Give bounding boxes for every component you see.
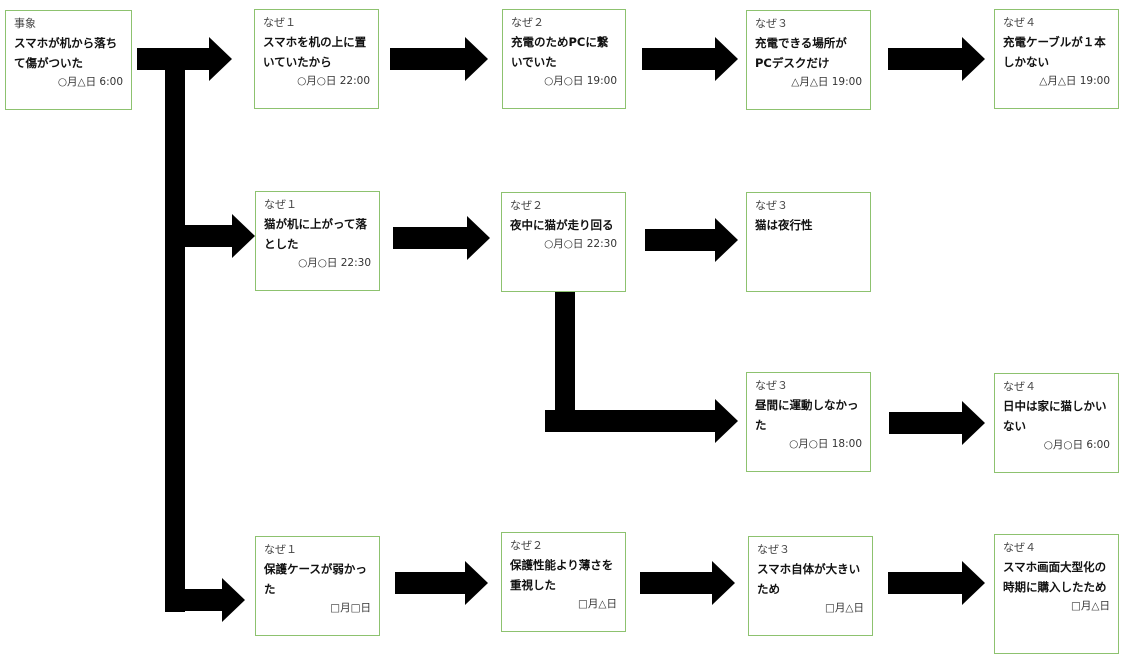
arrow-r1-1-2 [390, 37, 488, 81]
node-r3w3: なぜ３ 昼間に運動しなかった ○月○日 18:00 [746, 372, 871, 472]
node-label: なぜ２ [510, 539, 543, 552]
arrow-r4-3-4 [888, 561, 985, 605]
node-text: 猫は夜行性 [755, 218, 813, 232]
node-date: ○月○日 22:30 [544, 238, 617, 250]
node-r2w3: なぜ３ 猫は夜行性 [746, 192, 871, 292]
node-label: 事象 [14, 17, 36, 30]
arrow-r2-2-r3-3 [545, 399, 738, 443]
node-text: 昼間に運動しなかった [755, 398, 859, 432]
node-label: なぜ４ [1003, 16, 1036, 29]
node-text: 猫が机に上がって落とした [264, 217, 367, 251]
node-text: スマホを机の上に置いていたから [263, 35, 367, 69]
node-label: なぜ３ [757, 543, 790, 556]
node-date: □月△日 [578, 598, 617, 610]
node-label: なぜ１ [264, 543, 297, 556]
node-event: 事象スマホが机から落ちて傷がついた ○月△日 6:00 [5, 10, 132, 110]
node-r1w2: なぜ２ 充電のためPCに繋いでいた ○月○日 19:00 [502, 9, 626, 109]
node-label: なぜ１ [264, 198, 297, 211]
branch-line [555, 292, 575, 432]
arrow-r4-1-2 [395, 561, 488, 605]
node-date: ○月○日 6:00 [1043, 439, 1110, 451]
node-label: なぜ２ [510, 199, 543, 212]
node-label: なぜ３ [755, 379, 788, 392]
node-text: 保護ケースが弱かった [264, 562, 367, 596]
arrow-r1-2-3 [642, 37, 738, 81]
arrow-trunk-to-r4 [185, 578, 245, 622]
node-date: ○月○日 22:30 [298, 257, 371, 269]
node-date: ○月△日 6:00 [57, 76, 123, 88]
node-text: 充電できる場所がPCデスクだけ [755, 36, 847, 70]
node-text: スマホ自体が大きいため [757, 562, 861, 596]
node-r4w1: なぜ１ 保護ケースが弱かった □月□日 [255, 536, 380, 636]
arrow-r3-3-4 [889, 401, 985, 445]
node-date: □月□日 [330, 602, 371, 614]
node-text: スマホ画面大型化の時期に購入したため [1003, 560, 1107, 594]
node-label: なぜ３ [755, 199, 788, 212]
node-r1w3: なぜ３ 充電できる場所がPCデスクだけ △月△日 19:00 [746, 10, 871, 110]
node-date: ○月○日 18:00 [789, 438, 862, 450]
node-label: なぜ４ [1003, 380, 1036, 393]
node-text: 日中は家に猫しかいない [1003, 399, 1107, 433]
node-date: ○月○日 19:00 [544, 75, 617, 87]
node-r2w2: なぜ２ 夜中に猫が走り回る ○月○日 22:30 [501, 192, 626, 292]
arrow-r2-1-2 [393, 216, 490, 260]
node-text: スマホが机から落ちて傷がついた [14, 36, 118, 70]
node-label: なぜ４ [1003, 541, 1036, 554]
node-date: ○月○日 22:00 [297, 75, 370, 87]
node-text: 充電ケーブルが１本しかない [1003, 35, 1106, 69]
arrow-event-to-why1 [137, 37, 232, 81]
node-label: なぜ１ [263, 16, 296, 29]
node-text: 充電のためPCに繋いでいた [511, 35, 609, 69]
node-r1w4: なぜ４ 充電ケーブルが１本しかない △月△日 19:00 [994, 9, 1119, 109]
arrow-r2-2-3 [645, 218, 738, 262]
node-text: 夜中に猫が走り回る [510, 218, 614, 232]
node-r1w1: なぜ１ スマホを机の上に置いていたから ○月○日 22:00 [254, 9, 379, 109]
arrow-r1-3-4 [888, 37, 985, 81]
node-r4w2: なぜ２ 保護性能より薄さを重視した □月△日 [501, 532, 626, 632]
node-date: △月△日 19:00 [1039, 75, 1110, 87]
node-label: なぜ３ [755, 17, 788, 30]
trunk-line [165, 48, 185, 612]
node-r3w4: なぜ４ 日中は家に猫しかいない ○月○日 6:00 [994, 373, 1119, 473]
node-date: □月△日 [1071, 600, 1110, 612]
node-label: なぜ２ [511, 16, 544, 29]
node-r4w3: なぜ３ スマホ自体が大きいため □月△日 [748, 536, 873, 636]
arrow-r4-2-3 [640, 561, 735, 605]
arrow-trunk-to-r2 [185, 214, 255, 258]
node-date: △月△日 19:00 [791, 76, 862, 88]
node-r2w1: なぜ１ 猫が机に上がって落とした ○月○日 22:30 [255, 191, 380, 291]
node-text: 保護性能より薄さを重視した [510, 558, 614, 592]
node-date: □月△日 [825, 602, 864, 614]
node-r4w4: なぜ４ スマホ画面大型化の時期に購入したため □月△日 [994, 534, 1119, 654]
